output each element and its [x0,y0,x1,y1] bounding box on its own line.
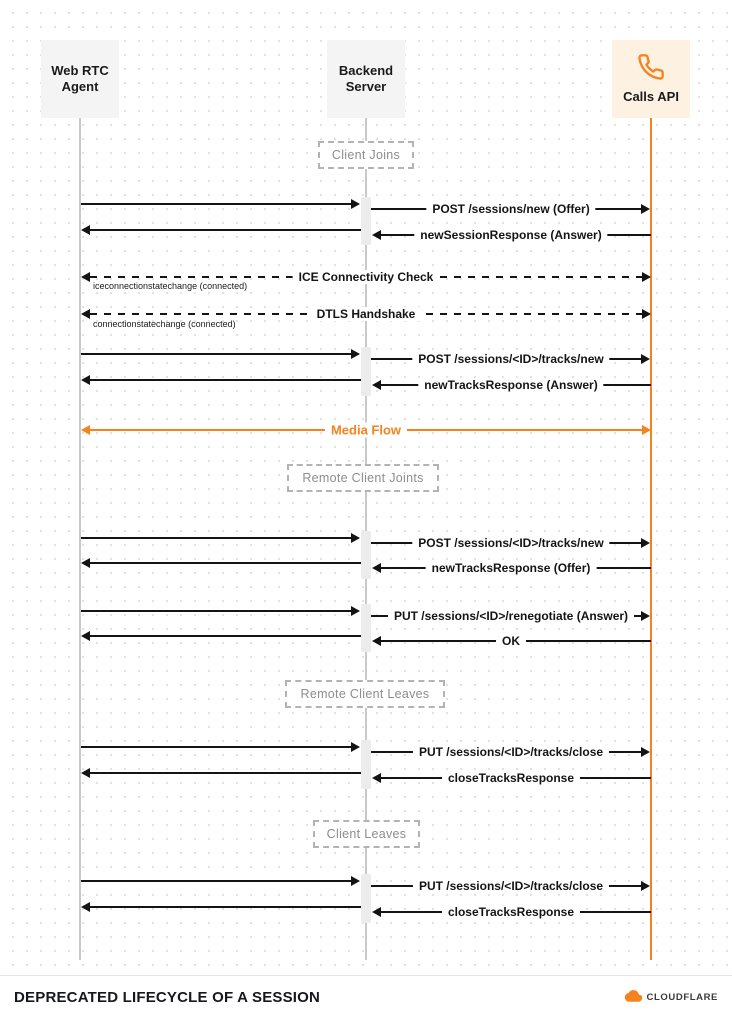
arrowhead-right-icon [641,204,650,214]
arrowhead-left-icon [81,272,90,282]
lifeline-calls-api [650,118,652,960]
arrow-request-to-backend [81,349,360,359]
arrowhead-left-icon [81,631,90,641]
arrowhead-right-icon [641,611,650,621]
arrow-response-to-webrtc [81,225,361,235]
message-label-put-renegotiate: PUT /sessions/<ID>/renegotiate (Answer) [387,609,635,623]
message-label-new-tracks-response-offer: newTracksResponse (Offer) [425,561,597,575]
note-ice-connection-state: iceconnectionstatechange (connected) [93,281,248,291]
arrowhead-left-icon [81,558,90,568]
arrowhead-left-icon [81,768,90,778]
arrowhead-left-icon [372,563,381,573]
footer: DEPRECATED LIFECYCLE OF A SESSION CLOUDF… [0,975,732,1019]
page-title: DEPRECATED LIFECYCLE OF A SESSION [14,989,321,1006]
activation-bar [361,740,371,789]
section-client-leaves-label: Client Leaves [326,827,407,841]
note-connection-state: connectionstatechange (connected) [93,319,236,329]
arrowhead-left-icon [81,902,90,912]
cloudflare-logo: CLOUDFLARE [624,989,718,1007]
arrowhead-left-icon [372,380,381,390]
section-remote-client-joins-label: Remote Client Joints [302,471,424,485]
arrowhead-right-icon [642,309,651,319]
arrowhead-left-icon [81,225,90,235]
section-client-joins: Client Joins [318,141,414,169]
arrow-response-to-webrtc [81,631,361,641]
actor-backend-server: Backend Server [327,40,405,118]
activation-bar [361,874,371,923]
arrowhead-right-icon [641,538,650,548]
phone-icon [637,53,665,85]
activation-bar [361,347,371,396]
arrowhead-left-icon [372,907,381,917]
actor-web-rtc-agent-label: Web RTC Agent [51,62,109,94]
arrow-response-to-webrtc [81,375,361,385]
arrowhead-right-icon [642,272,651,282]
arrowhead-left-icon [81,309,90,319]
message-label-new-tracks-response-answer: newTracksResponse (Answer) [418,378,604,392]
arrow-response-to-webrtc [81,768,361,778]
arrowhead-left-icon [81,425,90,435]
arrowhead-right-icon [641,354,650,364]
message-label-post-sessions-new: POST /sessions/new (Offer) [426,202,596,216]
arrowhead-left-icon [81,375,90,385]
arrowhead-right-icon [642,425,651,435]
arrowhead-right-icon [351,349,360,359]
arrow-request-to-backend [81,533,360,543]
arrowhead-right-icon [351,533,360,543]
cloudflare-cloud-icon [624,989,643,1007]
section-remote-client-leaves-label: Remote Client Leaves [300,687,430,701]
message-label-ok: OK [496,634,526,648]
message-label-put-tracks-close-2: PUT /sessions/<ID>/tracks/close [412,879,610,893]
message-label-close-tracks-response-2: closeTracksResponse [441,905,581,919]
actor-calls-api-label: Calls API [623,89,679,104]
arrow-response-to-webrtc [81,902,361,912]
cloudflare-wordmark: CLOUDFLARE [646,992,718,1003]
arrowhead-right-icon [351,199,360,209]
message-label-media-flow: Media Flow [324,422,408,438]
arrowhead-left-icon [372,773,381,783]
message-label-dtls: DTLS Handshake [310,307,422,321]
arrowhead-left-icon [372,230,381,240]
arrowhead-left-icon [372,636,381,646]
arrow-request-to-backend [81,876,360,886]
arrowhead-right-icon [351,876,360,886]
arrow-response-to-webrtc [81,558,361,568]
arrow-request-to-backend [81,199,360,209]
actor-web-rtc-agent: Web RTC Agent [41,40,119,118]
arrowhead-right-icon [351,606,360,616]
arrowhead-right-icon [641,881,650,891]
arrow-request-to-backend [81,606,360,616]
activation-bar [361,197,371,245]
message-label-new-session-response: newSessionResponse (Answer) [414,228,608,242]
section-client-joins-label: Client Joins [331,148,401,162]
activation-bar [361,604,371,652]
section-remote-client-leaves: Remote Client Leaves [285,680,445,708]
message-label-ice-check: ICE Connectivity Check [292,270,440,284]
actor-backend-server-label: Backend Server [338,62,394,94]
message-label-close-tracks-response-1: closeTracksResponse [441,771,581,785]
arrow-request-to-backend [81,742,360,752]
message-label-put-tracks-close-1: PUT /sessions/<ID>/tracks/close [412,745,610,759]
activation-bar [361,531,371,579]
actor-calls-api: Calls API [612,40,690,118]
message-label-post-tracks-new-1: POST /sessions/<ID>/tracks/new [412,352,610,366]
arrowhead-right-icon [641,747,650,757]
arrowhead-right-icon [351,742,360,752]
lifeline-web-rtc-agent [79,118,81,960]
message-label-post-tracks-new-2: POST /sessions/<ID>/tracks/new [412,536,610,550]
section-client-leaves: Client Leaves [313,820,420,848]
section-remote-client-joins: Remote Client Joints [287,464,439,492]
